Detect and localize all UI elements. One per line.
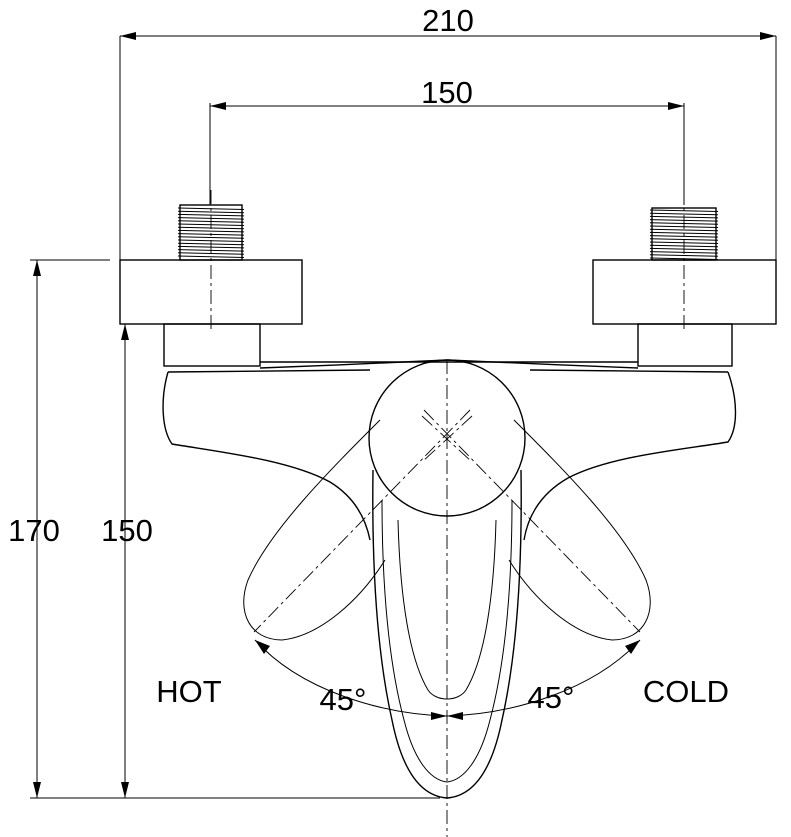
cold-position-ghost bbox=[423, 409, 651, 641]
cold-angle-label: 45° bbox=[528, 680, 575, 715]
thread-line bbox=[177, 236, 245, 239]
cold-arc-arrow bbox=[625, 640, 640, 654]
body-right-wing bbox=[523, 369, 737, 541]
thread-line bbox=[649, 212, 719, 216]
cold-label: COLD bbox=[643, 674, 729, 709]
hot-arc-arrow bbox=[255, 640, 270, 654]
body-left-wing bbox=[162, 369, 371, 541]
dim-overall-height: 170 bbox=[8, 259, 440, 799]
thread-line bbox=[177, 229, 245, 233]
dim-210-label: 210 bbox=[422, 3, 474, 38]
thread-line bbox=[177, 210, 245, 214]
hot-ghost-lever bbox=[243, 419, 386, 641]
dim-210-arrow-left bbox=[120, 32, 136, 40]
dim-170-arrow-bottom bbox=[33, 782, 41, 798]
dim-150-side-label: 150 bbox=[101, 513, 153, 548]
hot-angle-label: 45° bbox=[320, 682, 367, 717]
thread-line bbox=[649, 228, 719, 232]
hot-position-ghost bbox=[243, 409, 471, 641]
cold-ghost-lever bbox=[508, 419, 651, 641]
thread-line bbox=[649, 235, 719, 238]
center-arc-arrow-left bbox=[431, 712, 447, 720]
handle-lever-inner bbox=[381, 499, 513, 783]
angle-indicators: 45° 45° bbox=[254, 639, 641, 720]
center-arc-arrow-right bbox=[447, 712, 463, 720]
hot-label: HOT bbox=[156, 674, 222, 709]
hot-angle-arc bbox=[254, 639, 448, 717]
dim-150-arrow-left bbox=[210, 102, 226, 110]
left-connector-nut bbox=[163, 323, 261, 367]
dim-150-v-arrow-bottom bbox=[121, 782, 129, 798]
dim-overall-width: 210 bbox=[119, 3, 777, 262]
dim-170-label: 170 bbox=[8, 513, 60, 548]
body-top-curve bbox=[259, 359, 639, 369]
dim-170-arrow-top bbox=[33, 260, 41, 276]
dim-150-arrow-right bbox=[668, 102, 684, 110]
hot-ghost-centerline bbox=[253, 409, 471, 633]
thread-line bbox=[649, 238, 719, 241]
cold-angle-arc bbox=[446, 639, 641, 717]
mixer-body bbox=[162, 359, 737, 541]
cold-ghost-centerline bbox=[423, 409, 641, 633]
dim-210-arrow-right bbox=[760, 32, 776, 40]
thread-line bbox=[177, 255, 245, 258]
right-connector-nut bbox=[637, 323, 733, 367]
right-escutcheon bbox=[592, 259, 777, 325]
dim-150-v-arrow-top bbox=[121, 324, 129, 340]
thread-line bbox=[649, 254, 719, 257]
dim-150-top-label: 150 bbox=[421, 75, 473, 110]
dim-inlet-spacing: 150 bbox=[209, 75, 685, 205]
dim-spout-height: 150 bbox=[101, 324, 153, 798]
